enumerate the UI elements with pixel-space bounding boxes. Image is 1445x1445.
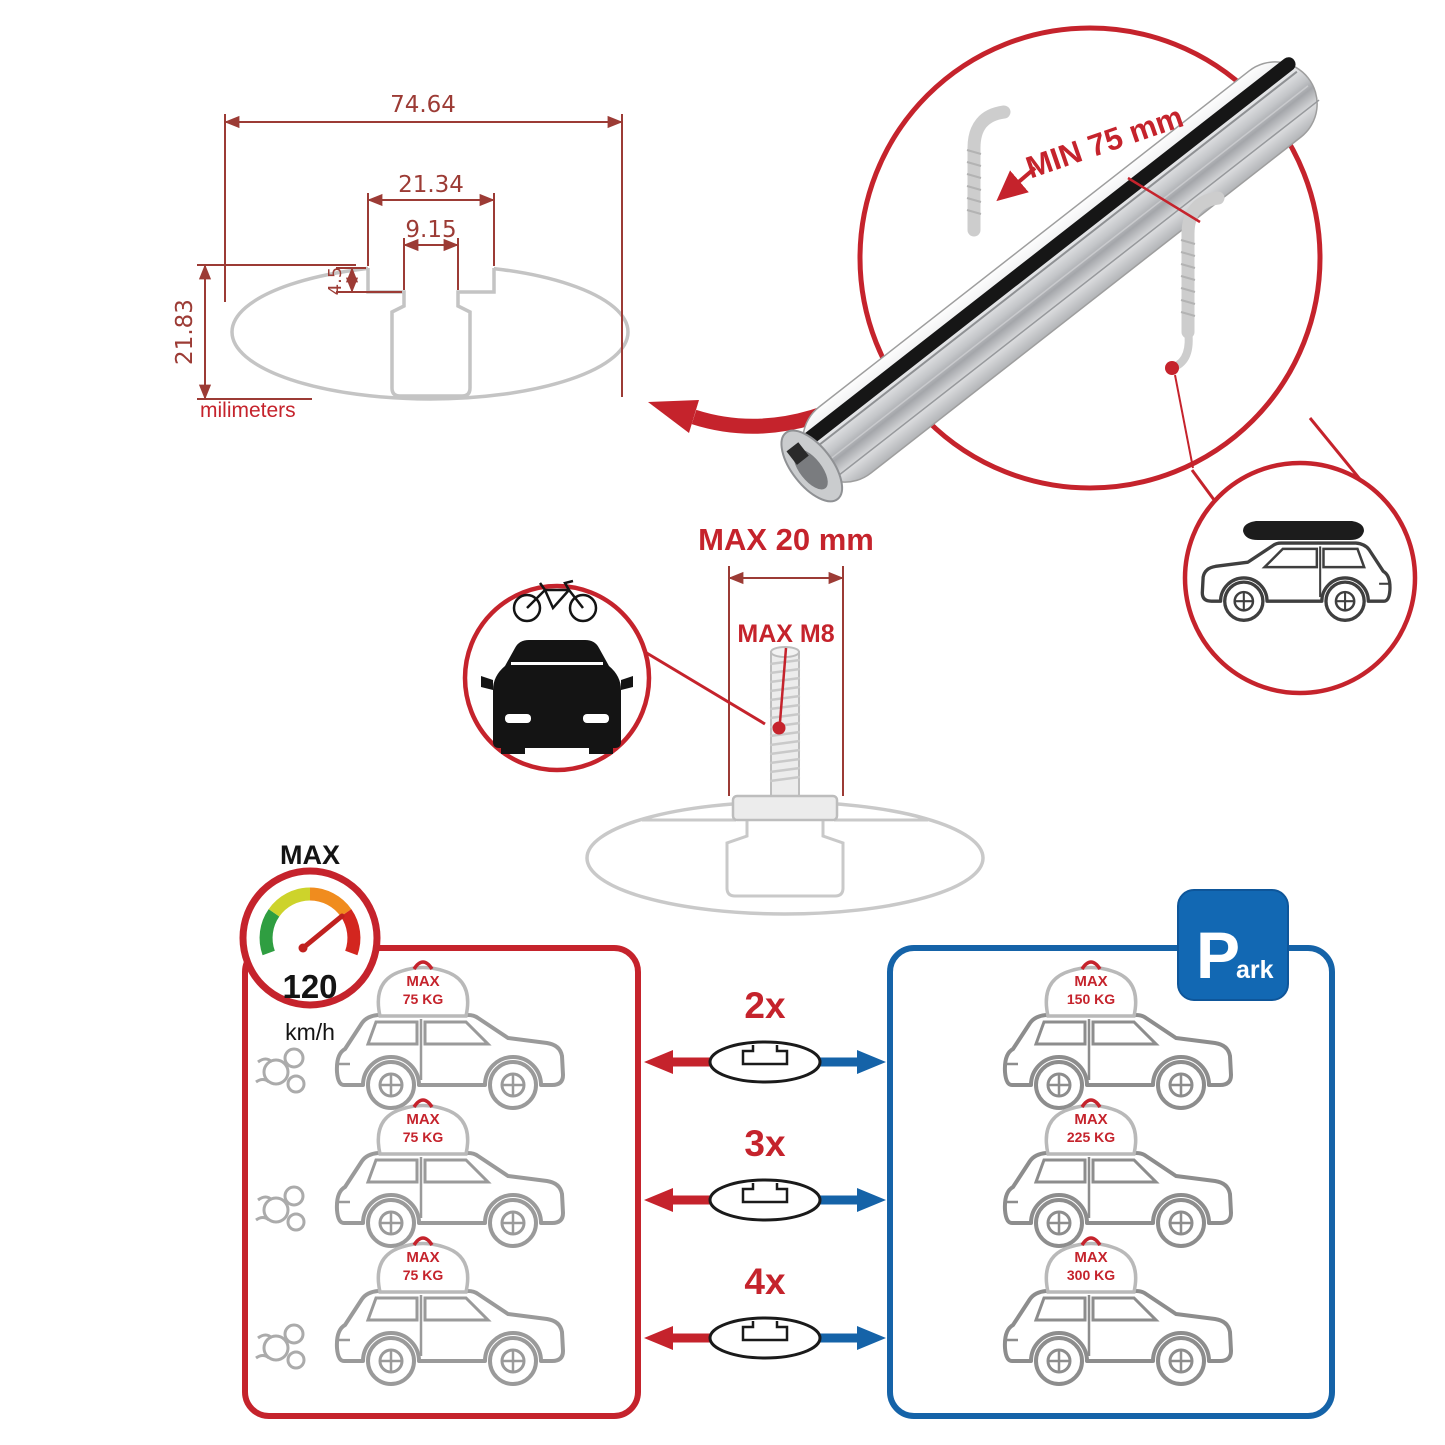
speed-value: 120 xyxy=(282,968,337,1005)
clamp-hook-icon xyxy=(966,105,1011,237)
suv-with-roofbox-callout xyxy=(1174,374,1418,696)
roof-load-weight-label: 75 KG xyxy=(403,991,444,1007)
t-slot-channel xyxy=(366,268,496,398)
crossbar-profile-icon xyxy=(708,1040,822,1084)
blue-arrow-icon xyxy=(820,1188,886,1212)
bolt-dimension-lines xyxy=(728,566,844,796)
headlight-icon xyxy=(583,714,609,723)
roof-load-max-label: MAX xyxy=(406,973,439,990)
speed-max-label: MAX xyxy=(280,840,340,870)
speed-unit: km/h xyxy=(285,1019,335,1045)
car-front-with-bike-callout xyxy=(462,579,766,773)
gauge-needle xyxy=(300,913,345,951)
roof-load-max-label: MAX xyxy=(406,1111,439,1128)
multiplier-label: 2x xyxy=(744,985,786,1026)
min-clamp-arrow-icon xyxy=(996,166,1037,202)
speedometer-icon: MAX 120 km/h xyxy=(239,840,381,1045)
blue-arrow-icon xyxy=(820,1326,886,1350)
roof-load-weight-label: 150 KG xyxy=(1067,991,1115,1007)
max-thread-label: MAX M8 xyxy=(737,620,834,648)
crossbar-closeup: MIN 75 mm xyxy=(780,25,1323,503)
dimension-total-width: 74.64 xyxy=(390,92,456,118)
roof-load-weight-label: 75 KG xyxy=(403,1129,444,1145)
parking-sign: P ark xyxy=(1177,889,1289,1001)
red-arrow-icon xyxy=(644,1188,710,1212)
red-arrow-icon xyxy=(644,1050,710,1074)
roof-load-weight-label: 300 KG xyxy=(1067,1267,1115,1283)
car-front-icon xyxy=(481,640,633,754)
tbolt-diagram: MAX 20 mm MAX M8 xyxy=(585,522,985,916)
crossbar-count-rows: 2x 3x 4x xyxy=(644,985,886,1360)
roof-load-max-label: MAX xyxy=(1074,1111,1107,1128)
crossbar-profile-icon xyxy=(708,1316,822,1360)
max-bolt-length-label: MAX 20 mm xyxy=(698,522,874,557)
crossbar-profile-icon xyxy=(708,1178,822,1222)
units-label: milimeters xyxy=(200,399,296,422)
dimension-plateau-width: 21.34 xyxy=(398,172,464,198)
roof-box-icon xyxy=(1243,521,1364,540)
attachment-point-dot xyxy=(1165,361,1179,375)
blue-arrow-icon xyxy=(820,1050,886,1074)
dimension-step-height: 4.5 xyxy=(325,267,346,296)
roof-load-max-label: MAX xyxy=(1074,1249,1107,1266)
multiplier-label: 4x xyxy=(744,1261,786,1302)
roof-load-max-label: MAX xyxy=(1074,973,1107,990)
dimension-total-height: 21.83 xyxy=(172,299,198,365)
roof-load-weight-label: 225 KG xyxy=(1067,1129,1115,1145)
aluminum-crossbar xyxy=(780,57,1320,503)
parking-sign-letter: P xyxy=(1196,918,1240,992)
roof-load-weight-label: 75 KG xyxy=(403,1267,444,1283)
parking-sign-suffix: ark xyxy=(1236,956,1274,984)
headlight-icon xyxy=(505,714,531,723)
roof-load-max-label: MAX xyxy=(406,1249,439,1266)
bicycle-icon xyxy=(512,579,598,623)
dimension-slot-width: 9.15 xyxy=(405,217,456,243)
crossbar-cross-section-sketch xyxy=(585,800,985,916)
dimension-lines xyxy=(197,114,623,400)
driving-cars: MAX 75 KG MAX 75 KG MAX 75 KG xyxy=(254,960,565,1386)
rubber-strip xyxy=(796,57,1296,451)
thread-point-dot xyxy=(772,721,786,735)
crossbar-dimensions-diagram: 74.64 21.34 9.15 4.5 21.83 milimeters xyxy=(172,92,630,422)
parked-cars: MAX 150 KG MAX 225 KG MAX 300 KG xyxy=(1002,960,1233,1386)
red-arrow-icon xyxy=(644,1326,710,1350)
multiplier-label: 3x xyxy=(744,1123,786,1164)
